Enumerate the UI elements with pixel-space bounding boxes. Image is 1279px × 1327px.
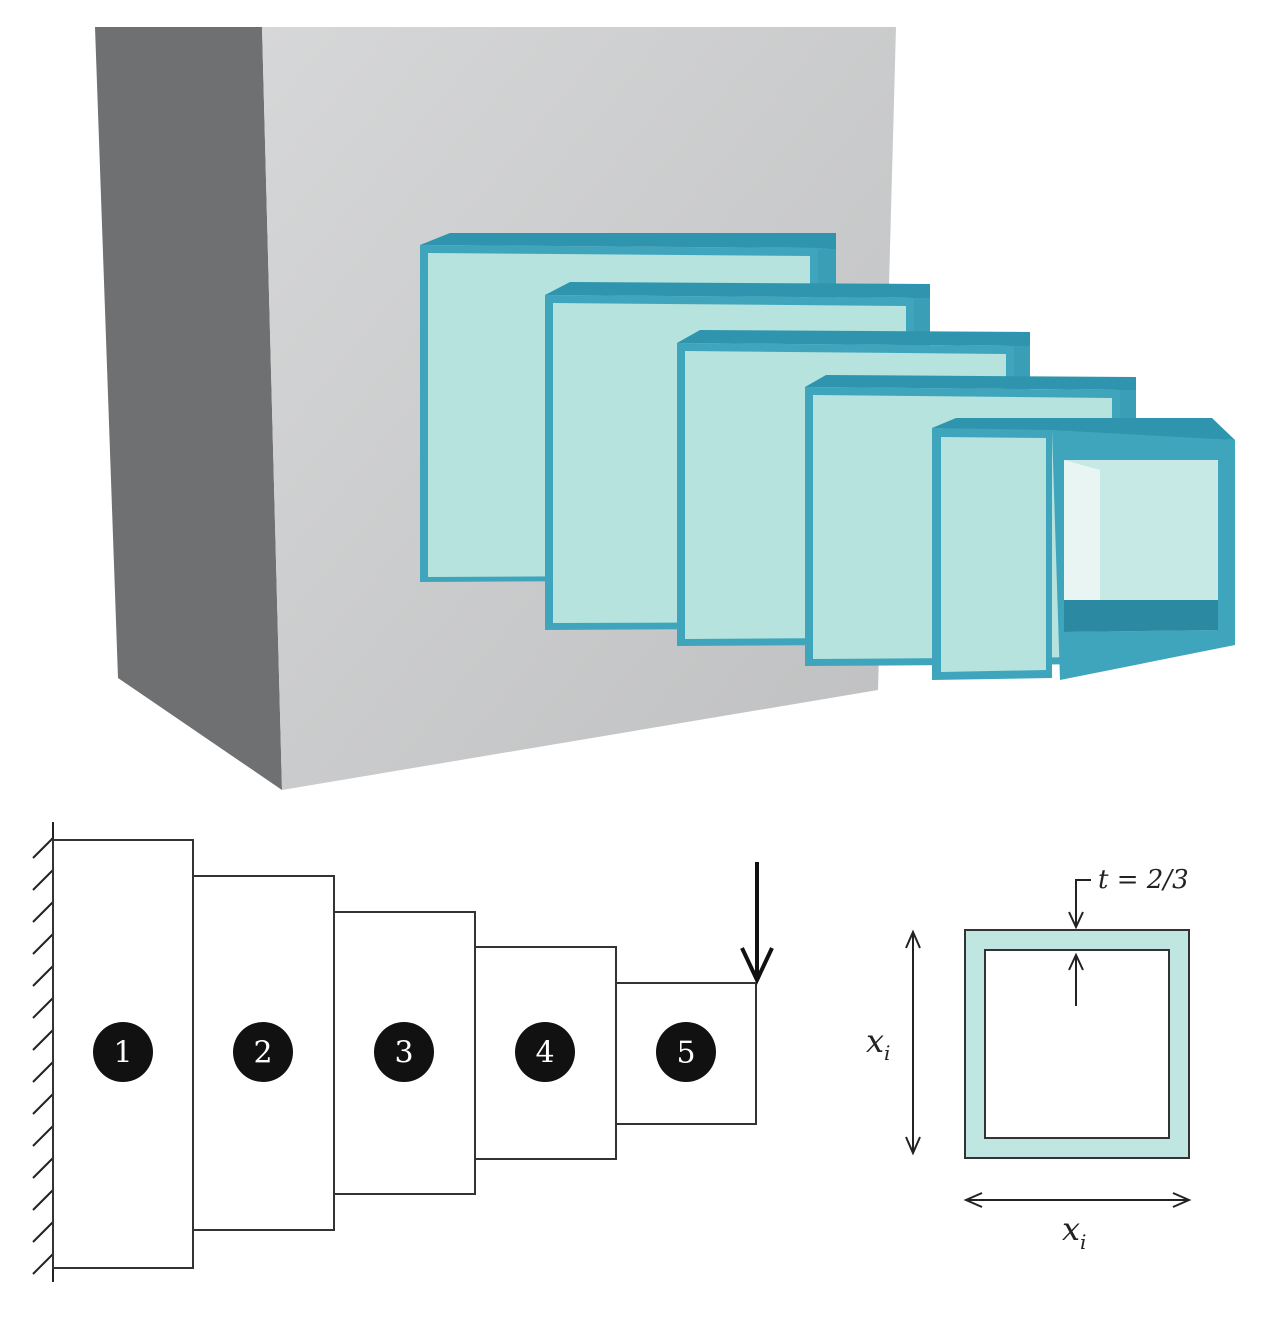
height-subscript: i <box>884 1041 890 1065</box>
point-load-arrow-icon <box>740 862 774 985</box>
segment-number-badges: 1 2 3 4 5 <box>93 1022 716 1082</box>
segment-number-1: 1 <box>113 1036 132 1071</box>
segment-badge-2 <box>233 1022 293 1082</box>
width-subscript: i <box>1080 1230 1086 1254</box>
segment-badge-1 <box>93 1022 153 1082</box>
segment-number-3: 3 <box>394 1036 413 1071</box>
segment-number-5: 5 <box>676 1036 695 1071</box>
segment-badge-3 <box>374 1022 434 1082</box>
height-dimension-arrow <box>905 929 921 1156</box>
beam-3d-render <box>95 27 1235 790</box>
segment-number-4: 4 <box>535 1036 554 1071</box>
cross-section-diagram: t = 2/3 x i x i <box>866 865 1192 1254</box>
thickness-indicator <box>1068 879 1091 1006</box>
segment-badge-5 <box>656 1022 716 1082</box>
beam-schematic: 1 2 3 4 5 <box>32 822 774 1282</box>
fixed-support-hatch <box>32 825 54 1275</box>
beam-3d-segment-5 <box>932 418 1235 680</box>
segment-badge-4 <box>515 1022 575 1082</box>
beam-segment-5-outline <box>615 982 757 1125</box>
width-label: x <box>1062 1210 1080 1248</box>
height-label: x <box>866 1022 884 1060</box>
width-dimension-arrow <box>963 1192 1192 1208</box>
segment-number-2: 2 <box>253 1036 272 1071</box>
thickness-label: t = 2/3 <box>1098 865 1189 895</box>
